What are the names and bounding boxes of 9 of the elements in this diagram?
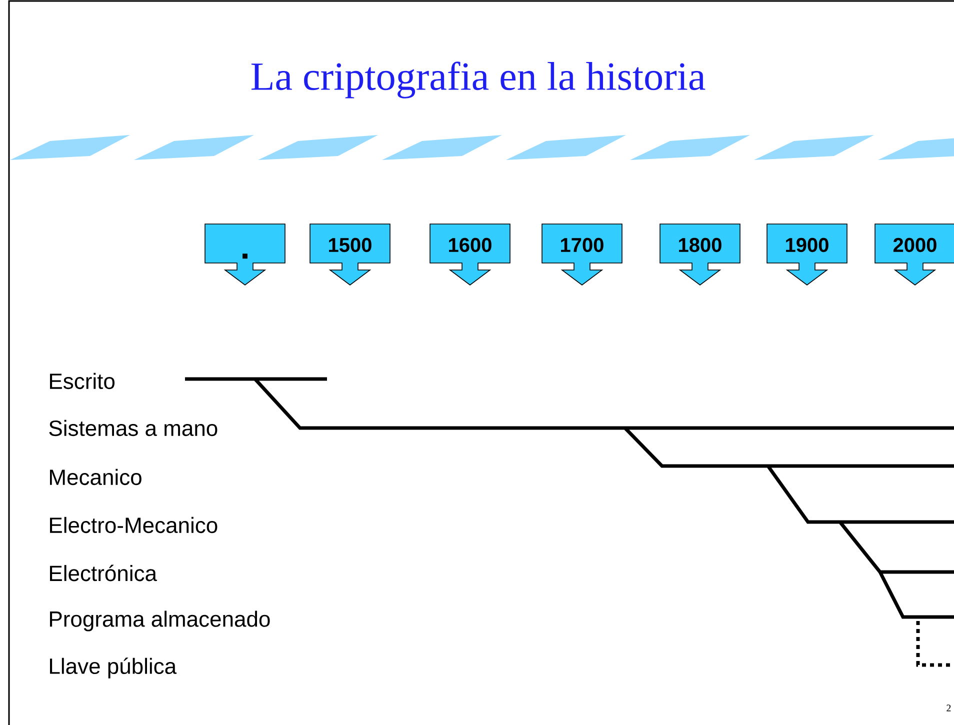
row-label: Sistemas a mano [48,420,218,436]
row-label: Mecanico [48,468,142,486]
row-label: Llave pública [48,658,177,678]
row-label: Electro-Mecanico [48,516,218,534]
row-label: Escrito [48,372,116,390]
page-number: 2 [946,704,951,712]
row-label: Programa almacenado [48,610,271,632]
title: La criptografia en la historia [251,62,706,98]
row-label: Electrónica [48,564,158,582]
